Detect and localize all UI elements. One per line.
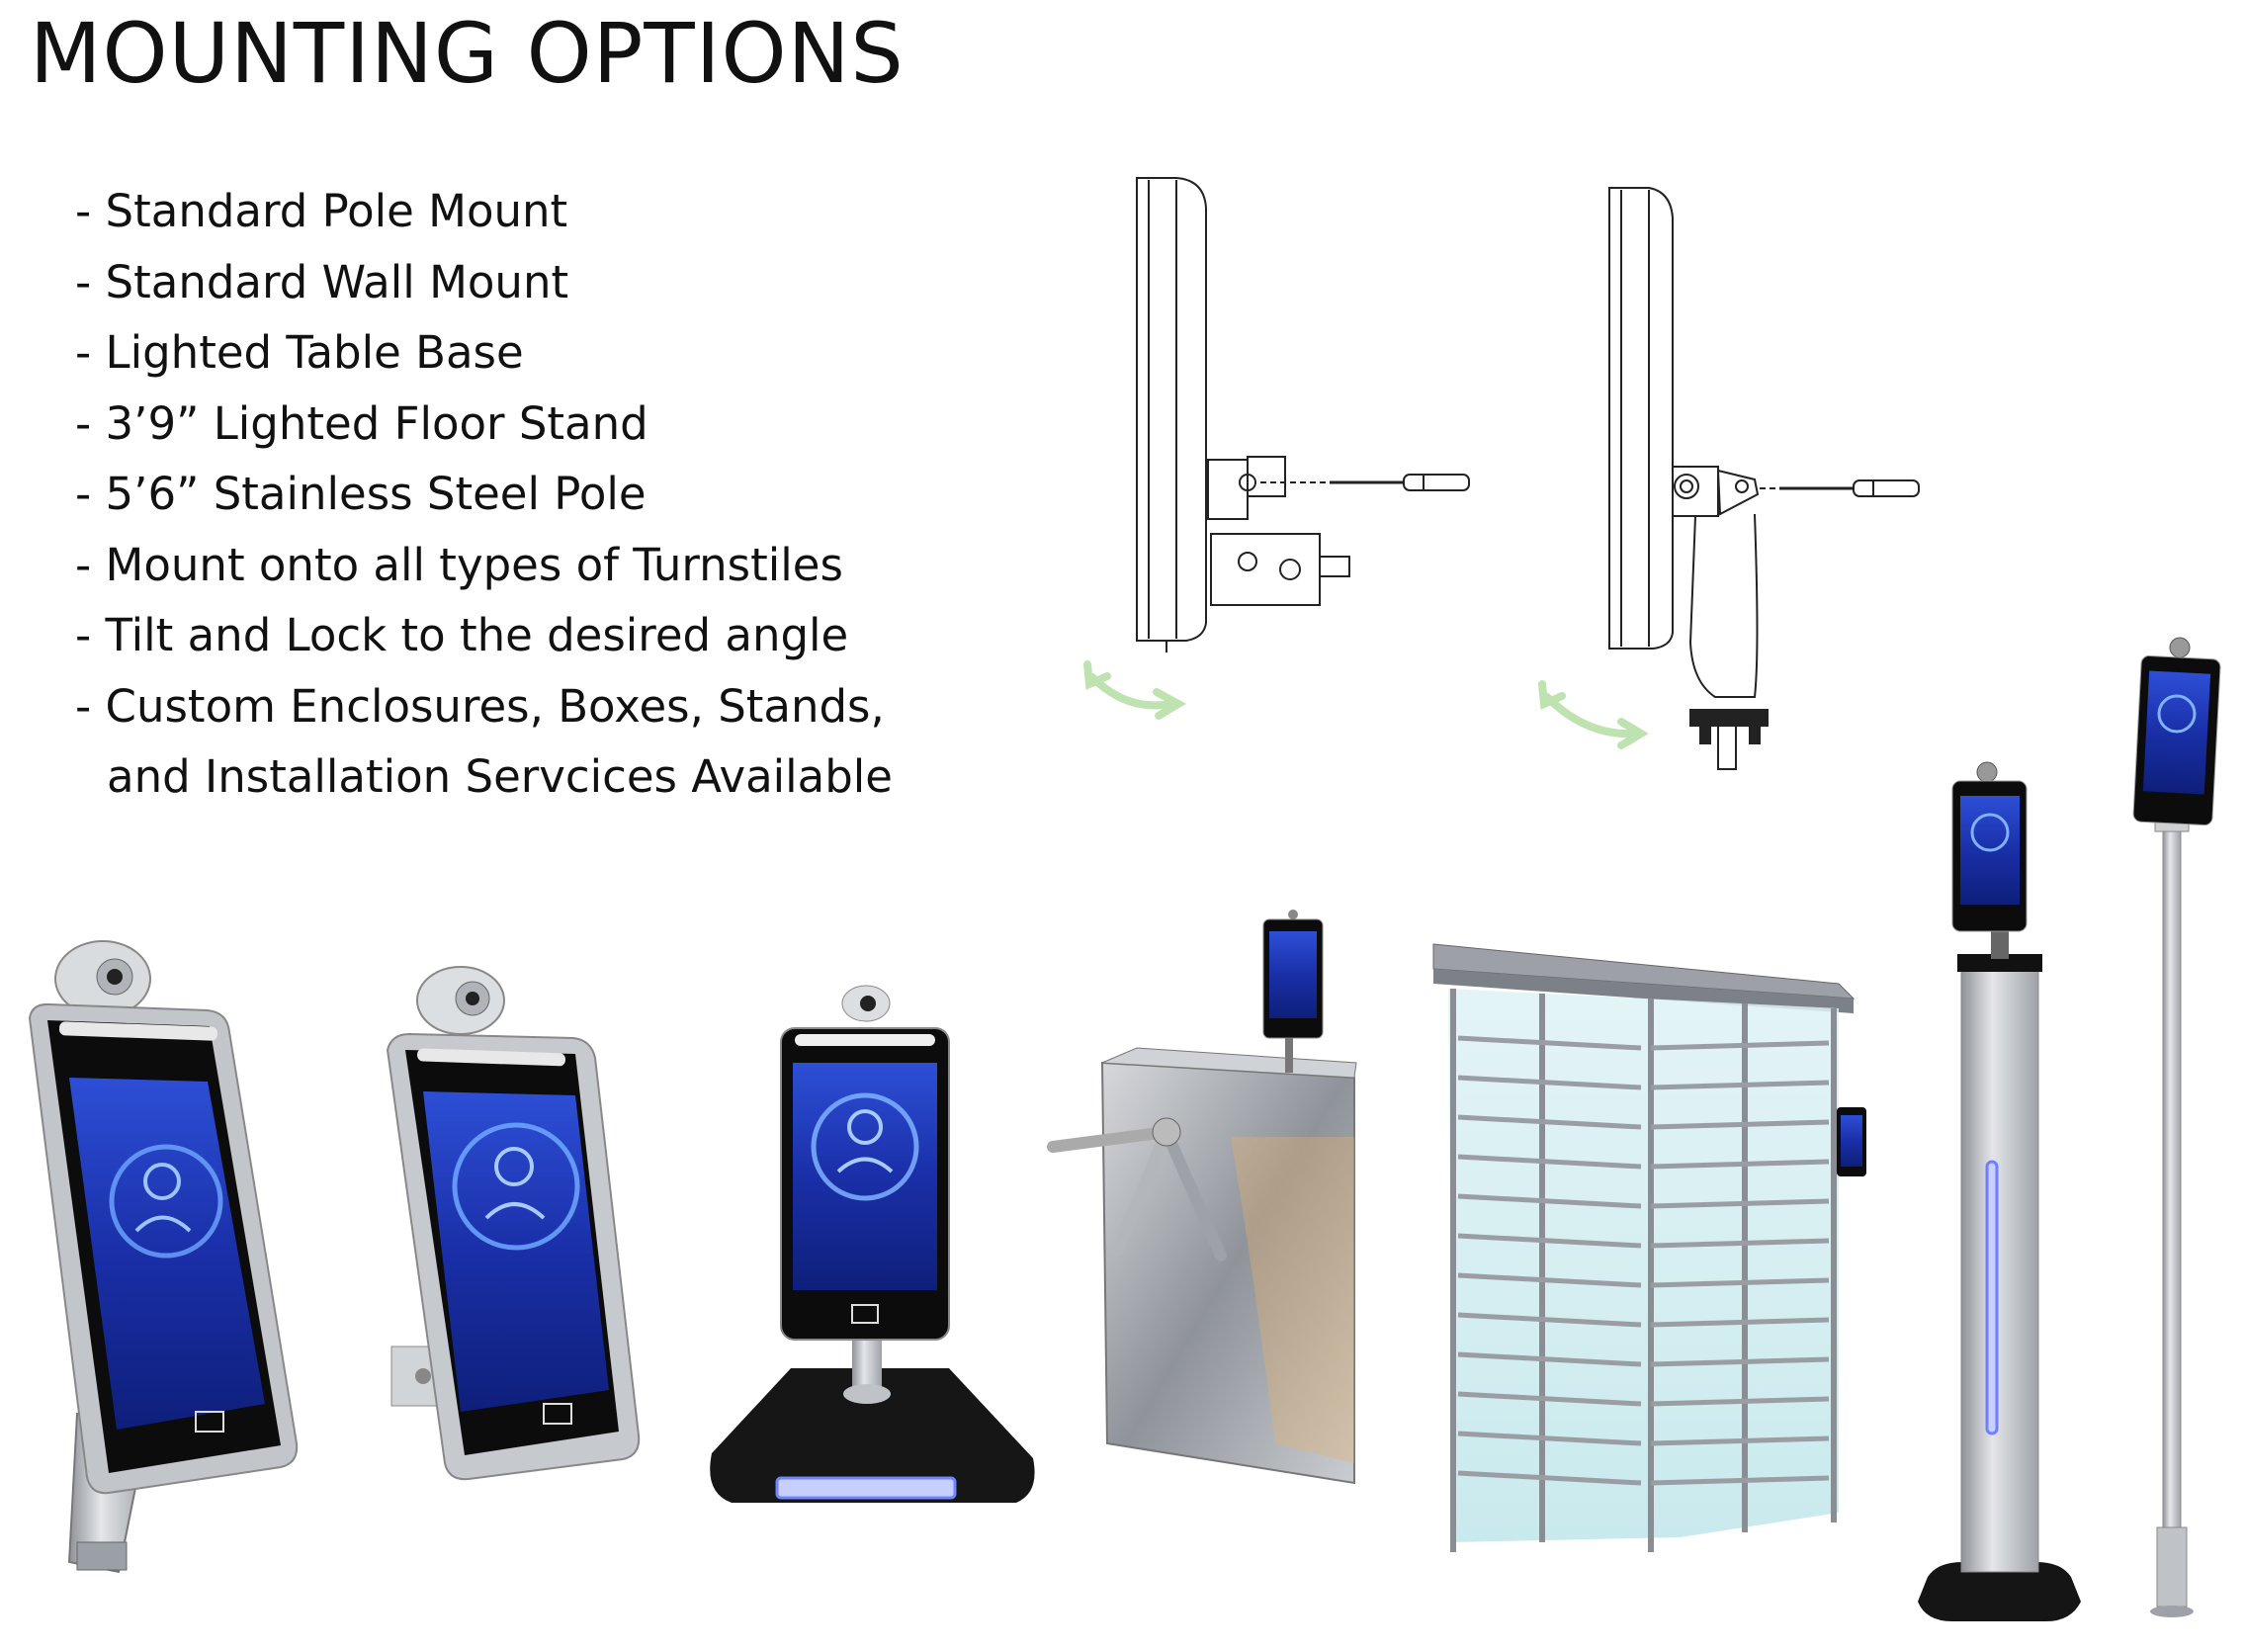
tripod-turnstile [1047, 910, 1357, 1485]
feature-list: - Standard Pole Mount - Standard Wall Mo… [75, 176, 893, 813]
feature-item: - Standard Pole Mount [75, 185, 568, 237]
feature-item: - Tilt and Lock to the desired angle [75, 609, 849, 661]
lighted-floor-stand [1918, 761, 2081, 1621]
feature-item: - 3’9” Lighted Floor Stand [75, 396, 648, 450]
page-title: MOUNTING OPTIONS [30, 5, 905, 102]
feature-item: - Standard Wall Mount [75, 255, 569, 308]
curved-double-arrow-icon [1538, 680, 1649, 749]
feature-item: - 5’6” Stainless Steel Pole [75, 468, 647, 520]
curved-double-arrow-icon [1083, 660, 1187, 720]
screwdriver-icon [1779, 479, 1920, 497]
feature-item: - Mount onto all types of Turnstiles [75, 538, 843, 591]
stainless-steel-pole [2132, 637, 2221, 1617]
screwdriver-icon [1330, 474, 1470, 491]
pole-mount-device [28, 940, 299, 1574]
feature-item-continued: and Installation Servcices Available [107, 750, 893, 803]
wall-mount-drawing [1136, 177, 1350, 652]
card-tap-icon [195, 1411, 224, 1433]
card-tap-icon [851, 1304, 879, 1324]
feature-item: - Custom Enclosures, Boxes, Stands, [75, 679, 885, 733]
feature-item: - Lighted Table Base [75, 326, 524, 379]
card-tap-icon [543, 1403, 572, 1425]
lighted-table-base [710, 985, 1035, 1503]
wall-mount-device [386, 966, 641, 1481]
full-height-turnstile [1432, 943, 1866, 1552]
pole-mount-drawing [1608, 187, 1779, 770]
